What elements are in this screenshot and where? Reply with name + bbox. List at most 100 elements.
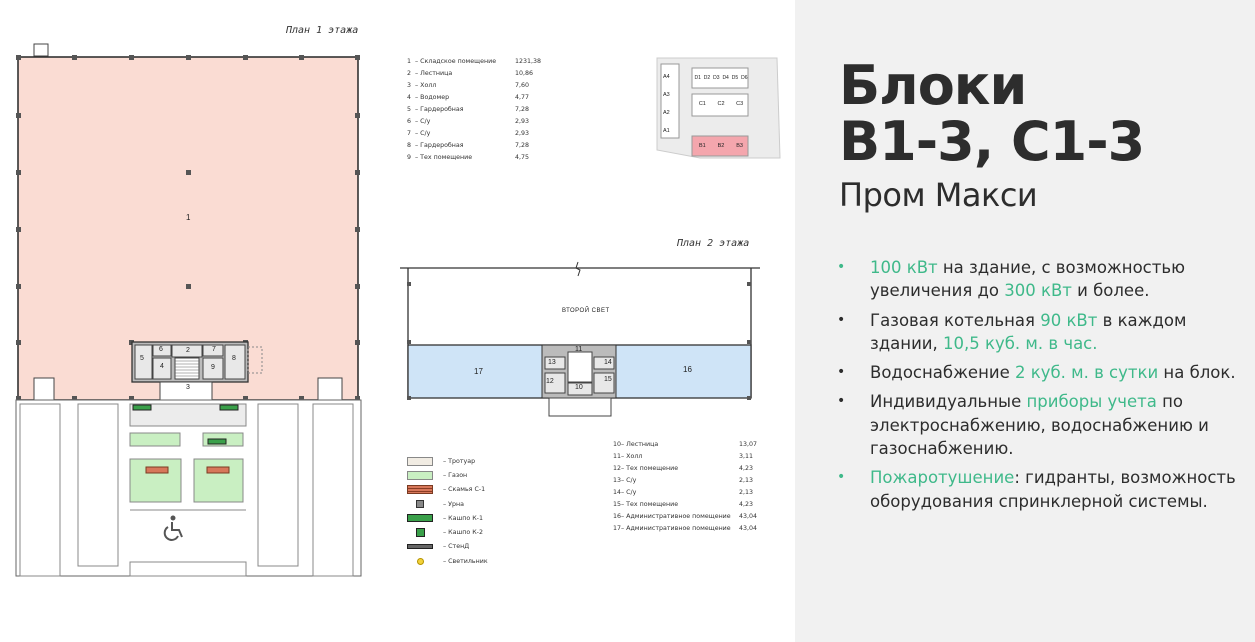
room-label-8: 8 bbox=[232, 355, 236, 362]
floor2-legend-name: – Лестница bbox=[621, 440, 659, 448]
site-legend-label: – Газон bbox=[443, 471, 468, 479]
feature-text: 100 кВт на здание, с возможностью увелич… bbox=[870, 256, 1247, 303]
floor1-legend-num: 5 bbox=[407, 105, 412, 113]
bullet-dot-icon: • bbox=[837, 311, 846, 328]
site-legend-row: – Газон bbox=[407, 468, 488, 482]
floor1-legend-name: – Складское помещение bbox=[415, 57, 497, 65]
room-label-9: 9 bbox=[211, 364, 215, 371]
floor1-legend-name: – С/у bbox=[415, 129, 431, 137]
title-line-1: Блоки bbox=[839, 54, 1027, 117]
floor2-legend-row: 10– Лестница 13,07 bbox=[613, 438, 769, 450]
keymap-d2: D2 bbox=[703, 75, 711, 81]
room-label-7: 7 bbox=[212, 346, 216, 353]
floor2-legend-num: 15 bbox=[613, 500, 622, 508]
feature-item: •Пожаротушение: гидранты, возможность об… bbox=[837, 466, 1247, 513]
floor2-legend-num: 16 bbox=[613, 512, 622, 520]
floor2-legend-num: 17 bbox=[613, 524, 622, 532]
feature-text-part: : гидранты, возможность оборудования спр… bbox=[870, 468, 1236, 511]
room-label-14: 14 bbox=[604, 359, 612, 366]
floor1-legend-name: – С/у bbox=[415, 117, 431, 125]
title-line-2: B1-3, C1-3 bbox=[839, 110, 1145, 173]
room-label-10: 10 bbox=[575, 384, 583, 391]
feature-item: •Газовая котельная 90 кВт в каждом здани… bbox=[837, 309, 1247, 356]
feature-highlight: приборы учета bbox=[1026, 392, 1157, 412]
site-legend-row: – Тротуар bbox=[407, 454, 488, 468]
page-subtitle: Пром Макси bbox=[839, 176, 1038, 214]
feature-text-part: на здание, с возможностью увеличения до bbox=[870, 258, 1185, 301]
floor2-legend-area: 43,04 bbox=[739, 512, 758, 520]
floor2-legend-name: – Тех помещение bbox=[621, 464, 679, 472]
site-legend: – Тротуар – Газон – Скамья С-1 – Урна – Кашп… bbox=[407, 454, 488, 568]
floor1-legend-name: – Гардеробная bbox=[415, 141, 464, 149]
keymap-b1: B1 bbox=[698, 143, 706, 149]
keymap-d5: D5 bbox=[731, 75, 739, 81]
floor1-legend-num: 2 bbox=[407, 69, 412, 77]
floor-plan-drawing: План 1 этажа План 2 этажа bbox=[15, 25, 781, 577]
floor1-legend-area: 4,75 bbox=[515, 153, 530, 161]
floor1-title: План 1 этажа bbox=[286, 25, 359, 36]
site-keymap bbox=[656, 57, 781, 159]
site-legend-label: – СтенД bbox=[443, 543, 470, 551]
feature-item: • Индивидуальные приборы учета по электро… bbox=[837, 390, 1247, 460]
feature-item: •Водоснабжение 2 куб. м. в сутки на блок… bbox=[837, 361, 1247, 384]
keymap-a1: A1 bbox=[663, 128, 670, 134]
site-legend-label: – Кашпо К-2 bbox=[443, 529, 483, 537]
keymap-c1: C1 bbox=[698, 101, 706, 107]
floor1-legend-num: 1 bbox=[407, 57, 412, 65]
floor2-legend-num: 11 bbox=[613, 452, 622, 460]
room-label-17: 17 bbox=[474, 367, 483, 376]
room-label-2: 2 bbox=[186, 347, 190, 354]
bench-swatch-icon bbox=[407, 485, 433, 495]
keymap-d3: D3 bbox=[713, 75, 720, 81]
site-legend-label: – Урна bbox=[443, 500, 464, 508]
feature-highlight: Пожаротушение bbox=[870, 468, 1015, 488]
feature-text-part: по электроснабжению, водоснабжению и газ… bbox=[870, 392, 1209, 459]
site-legend-row: – Светильник bbox=[407, 554, 488, 568]
floor1-legend-name: – Тех помещение bbox=[415, 153, 473, 161]
keymap-d1: D1 bbox=[694, 75, 701, 81]
plan-svg bbox=[15, 43, 781, 577]
sidewalk-swatch-icon bbox=[407, 456, 433, 466]
keymap-a4: A4 bbox=[663, 74, 670, 80]
feature-highlight: 300 кВт bbox=[1004, 281, 1072, 301]
floor1-legend-area: 7,28 bbox=[515, 141, 530, 149]
floor2-legend-num: 12 bbox=[613, 464, 622, 472]
site-legend-label: – Светильник bbox=[443, 557, 488, 565]
floor2-legend-name: – Тех помещение bbox=[621, 500, 679, 508]
room-label-15: 15 bbox=[604, 376, 612, 383]
floor1-legend-area: 7,28 bbox=[515, 105, 530, 113]
floor2-legend-area: 43,04 bbox=[739, 524, 758, 532]
floor1-legend-num: 9 bbox=[407, 153, 412, 161]
feature-text-part: Газовая котельная bbox=[870, 310, 1041, 330]
floor2-legend-num: 10 bbox=[613, 440, 622, 448]
floor1-legend-area: 2,93 bbox=[515, 129, 530, 137]
room-label-5: 5 bbox=[140, 355, 144, 362]
floor2-legend-area: 3,11 bbox=[739, 452, 754, 460]
site-legend-label: – Скамья С-1 bbox=[443, 486, 486, 494]
floor1-legend-row: 9– Тех помещение 4,75 bbox=[407, 151, 545, 163]
room-label-4: 4 bbox=[160, 363, 164, 370]
feature-text-part: Индивидуальные bbox=[870, 392, 1027, 412]
bullet-dot-icon: • bbox=[837, 364, 846, 381]
floor1-legend-area: 4,77 bbox=[515, 93, 530, 101]
room-label-13: 13 bbox=[548, 359, 556, 366]
floor2-legend-area: 13,07 bbox=[739, 440, 758, 448]
bullet-dot-icon: • bbox=[837, 393, 846, 410]
second-light-label: ВТОРОЙ СВЕТ bbox=[562, 308, 610, 314]
floor1-legend-name: – Водомер bbox=[415, 93, 450, 101]
keymap-a2: A2 bbox=[663, 110, 670, 116]
page-title: Блоки B1-3, C1-3 bbox=[839, 54, 1145, 173]
lamp-swatch-icon bbox=[407, 557, 433, 566]
floor1-legend-name: – Гардеробная bbox=[415, 105, 464, 113]
keymap-c3: C3 bbox=[736, 101, 744, 107]
floor1-legend-name: – Лестница bbox=[415, 69, 453, 77]
keymap-a3: A3 bbox=[663, 92, 670, 98]
feature-list: • 100 кВт на здание, с возможностью увели… bbox=[837, 256, 1247, 519]
